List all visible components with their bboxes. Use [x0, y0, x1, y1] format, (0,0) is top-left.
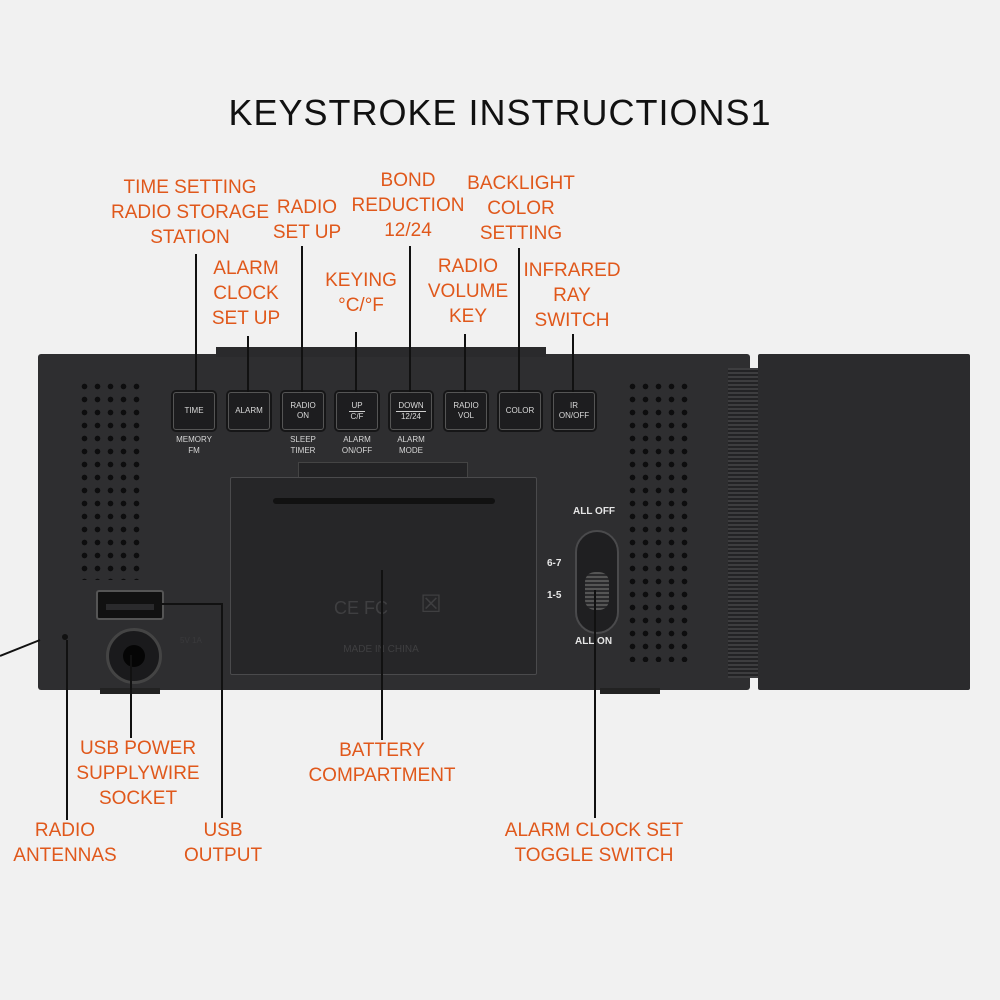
color-key-label: COLOR [505, 406, 535, 415]
callout-usb-output: USB OUTPUT [183, 820, 263, 866]
radio-vol-key-label: RADIO VOL [453, 401, 479, 420]
up-key-top-label: UP [349, 400, 365, 412]
switch-knob[interactable] [585, 572, 609, 610]
up-key-label: C/F [350, 411, 364, 421]
down-key-sublabel: ALARM MODE [397, 435, 425, 455]
alarm-key[interactable]: ALARM [228, 392, 270, 430]
switch-all-on-label: ALL ON [575, 636, 613, 647]
foot-right [600, 688, 660, 694]
recycle-bin-icon: ☒ [420, 591, 442, 618]
switch-15-label: 1-5 [547, 590, 562, 601]
down-key-top-label: DOWN [396, 400, 426, 412]
callout-bond-reduction: BOND REDUCTION 12/24 [351, 170, 465, 241]
callout-battery: BATTERY COMPARTMENT [308, 740, 456, 786]
up-key-sublabel: ALARM ON/OFF [341, 435, 373, 455]
callout-time-setting: TIME SETTING RADIO STORAGE STATION [110, 177, 269, 248]
stand-bracket [298, 462, 468, 479]
callout-toggle: ALARM CLOCK SET TOGGLE SWITCH [504, 820, 684, 866]
alarm-toggle-switch[interactable] [575, 530, 619, 634]
callout-radio-volume: RADIO VOLUME KEY [427, 256, 509, 327]
ir-key[interactable]: IR ON/OFF [553, 392, 595, 430]
callout-usb-power: USB POWER SUPPLYWIRE SOCKET [76, 738, 200, 809]
hinge-ribs [728, 368, 760, 678]
down-key-label: 12/24 [400, 411, 422, 421]
diagram-title: KEYSTROKE INSTRUCTIONS1 [228, 92, 772, 133]
callout-antenna: RADIO ANTENNAS [13, 820, 117, 866]
switch-all-off-label: ALL OFF [573, 506, 616, 517]
callout-alarm-setup: ALARM CLOCK SET UP [211, 258, 281, 329]
radio-on-key-sublabel: SLEEP TIMER [290, 435, 316, 455]
usb-output-port[interactable] [96, 590, 164, 620]
radio-vol-key[interactable]: RADIO VOL [445, 392, 487, 430]
time-key-sublabel: MEMORY FM [176, 435, 212, 455]
battery-compartment-cover[interactable]: CE FC ☒ MADE IN CHINA [230, 477, 537, 675]
usb-power-socket[interactable] [106, 628, 162, 684]
switch-67-label: 6-7 [547, 558, 562, 569]
callout-keying: KEYING °C/°F [325, 270, 397, 316]
color-key[interactable]: COLOR [499, 392, 541, 430]
time-key-label: TIME [184, 406, 204, 415]
antenna-wire [0, 639, 41, 657]
radio-on-key-label: RADIO ON [290, 401, 316, 420]
alarm-key-label: ALARM [235, 406, 263, 415]
battery-cover-slot [273, 498, 495, 504]
callout-radio-setup: RADIO SET UP [272, 197, 342, 243]
top-rail [216, 347, 546, 357]
ir-key-label: IR ON/OFF [558, 401, 590, 420]
leader-usb-output [160, 603, 223, 818]
display-panel-side [758, 354, 970, 690]
left-speaker-grille [78, 380, 144, 580]
power-rating-text: 5V 1A [180, 636, 202, 645]
radio-on-key[interactable]: RADIO ON [282, 392, 324, 430]
callout-infrared: INFRARED RAY SWITCH [523, 260, 621, 331]
down-1224-key[interactable]: DOWN 12/24 [390, 392, 432, 430]
right-speaker-grille [626, 380, 692, 662]
up-cf-key[interactable]: UP C/F [336, 392, 378, 430]
callout-backlight: BACKLIGHT COLOR SETTING [467, 173, 575, 244]
time-key[interactable]: TIME [173, 392, 215, 430]
antenna-hole [62, 634, 68, 640]
certification-marks: CE FC [334, 598, 388, 618]
